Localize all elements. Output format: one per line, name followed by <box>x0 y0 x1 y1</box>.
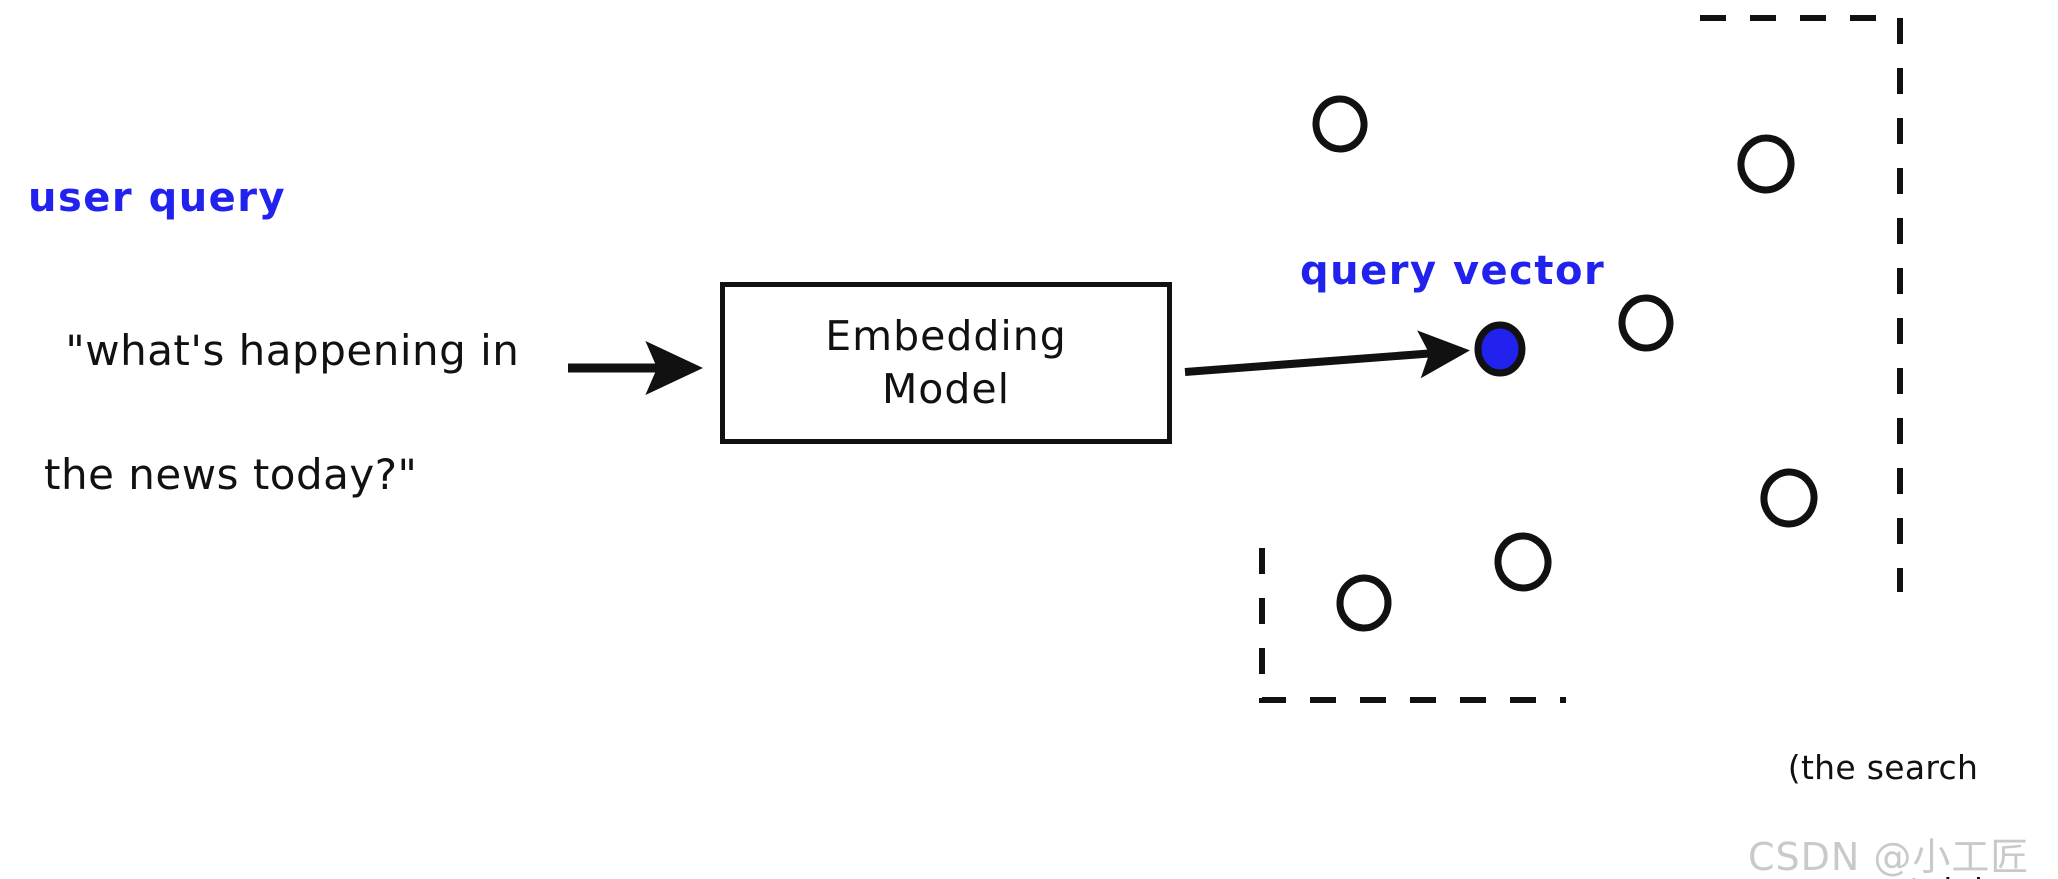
user-query-label: user query <box>28 175 287 221</box>
corpus-circle <box>1737 134 1795 194</box>
query-vector-label: query vector <box>1300 248 1606 294</box>
query-vector-dot <box>1474 321 1526 377</box>
corpus-circle <box>1336 574 1392 632</box>
boundary-top-right-corner <box>1700 15 1903 592</box>
corpus-circle <box>1494 532 1552 592</box>
corpus-circle <box>1312 95 1368 153</box>
model-to-vector-arrow <box>1184 330 1470 379</box>
caption-line-1: (the search <box>1787 748 1979 787</box>
embedding-model-box: Embedding Model <box>720 282 1172 444</box>
caption-line-2: space containing <box>1718 870 2048 879</box>
search-space-caption: (the search space containing existing in… <box>1718 665 2048 879</box>
boundary-bottom-left-corner <box>1259 548 1566 703</box>
user-query-text-line-1: "what's happening in <box>65 326 520 375</box>
csdn-watermark: CSDN @小工匠 <box>1748 835 2030 879</box>
user-query-text-line-2: the news today?" <box>44 450 418 499</box>
corpus-circle-group <box>1312 95 1818 632</box>
search-space-dashed-boundary <box>1259 15 1903 703</box>
corpus-circle <box>1618 294 1674 352</box>
corpus-circle <box>1760 468 1818 528</box>
user-query-text: "what's happening in the news today?" <box>10 258 519 630</box>
embedding-model-label-line-2: Model <box>881 365 1011 413</box>
embedding-model-label-line-1: Embedding <box>825 312 1067 360</box>
